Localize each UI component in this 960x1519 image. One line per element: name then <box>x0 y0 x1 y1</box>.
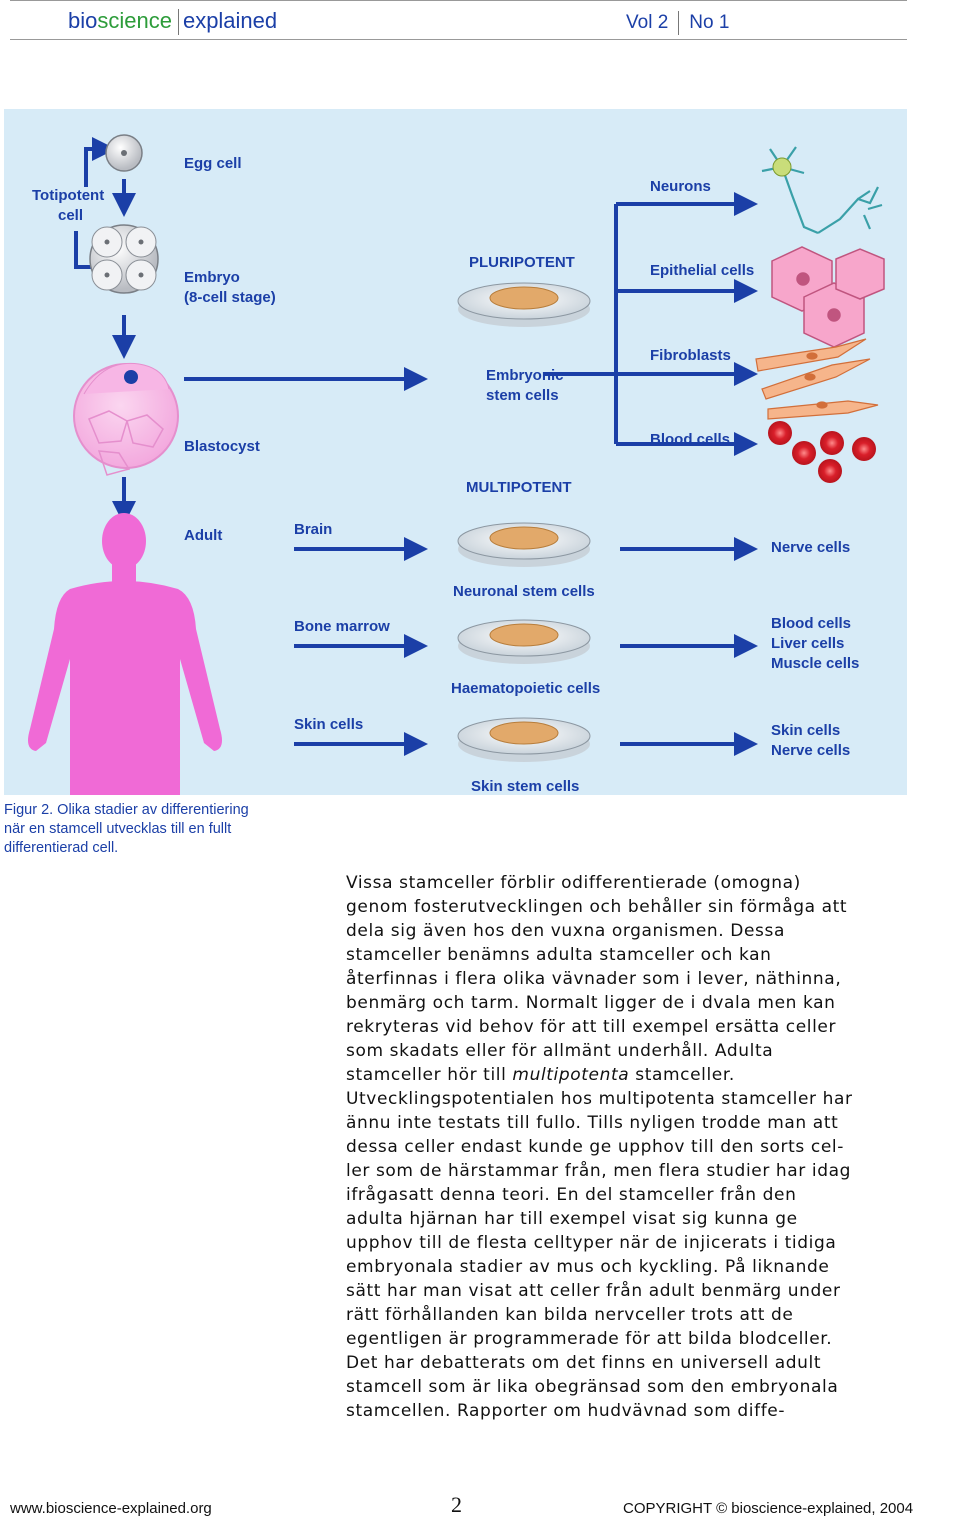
label-blood-cells: Blood cells <box>650 431 731 448</box>
label-out-nerve-cells-2: Nerve cells <box>771 742 851 759</box>
label-adult: Adult <box>184 527 223 544</box>
totipotent-bracket <box>84 137 116 187</box>
label-pluripotent: PLURIPOTENT <box>469 254 575 271</box>
brand-explained: explained <box>182 8 278 33</box>
label-out-muscle-cells: Muscle cells <box>771 655 860 672</box>
label-embryo-stage: (8-cell stage) <box>184 289 276 306</box>
page-number: 2 <box>451 1492 462 1517</box>
body-italic-term: multipotenta <box>512 1065 630 1085</box>
label-epithelial-cells: Epithelial cells <box>650 262 755 279</box>
haematopoietic-stem-cell-dish <box>457 619 591 664</box>
issue-info: Vol 2 No 1 <box>626 11 729 35</box>
label-totipotent-cell: cell <box>58 207 84 224</box>
label-fibroblasts: Fibroblasts <box>650 347 731 364</box>
caption-line: när en stamcell utvecklas till en fullt <box>4 821 232 837</box>
stem-cell-figure: Egg cell Totipotent cell Embryo (8-cell … <box>4 109 907 795</box>
label-totipotent: Totipotent <box>32 187 105 204</box>
label-out-blood-cells: Blood cells <box>771 615 852 632</box>
caption-line: differentierad cell. <box>4 840 119 856</box>
label-multipotent: MULTIPOTENT <box>466 479 572 496</box>
brand-science: science <box>97 8 172 33</box>
neuron-icon <box>761 146 883 235</box>
volume-label: Vol 2 <box>626 12 669 34</box>
label-embryonic-stem-cells: stem cells <box>486 387 559 404</box>
red-blood-cells-icon <box>768 421 876 483</box>
caption-line: Figur 2. Olika stadier av differentierin… <box>4 802 249 818</box>
number-label: No 1 <box>689 12 730 34</box>
page-header: bioscience explained Vol 2 No 1 <box>10 0 907 40</box>
label-out-nerve-cells: Nerve cells <box>771 539 851 556</box>
figure-graphics <box>28 134 885 795</box>
epithelial-cells-icon <box>771 246 885 348</box>
embryo-icon <box>89 224 159 294</box>
human-body-icon <box>28 513 222 795</box>
label-skin-cells-source: Skin cells <box>294 716 364 733</box>
body-paragraph: Vissa stamceller förblir odifferentierad… <box>346 871 856 1423</box>
article-body: Vissa stamceller förblir odifferentierad… <box>346 871 856 1423</box>
embryonic-stem-cell-dish <box>457 282 591 327</box>
brand-divider <box>177 9 179 36</box>
body-text-part: stamceller. Utvecklingspotentia­len hos … <box>346 1065 853 1421</box>
blastocyst-icon <box>73 362 179 476</box>
brand-bio: bio <box>68 8 98 33</box>
label-egg-cell: Egg cell <box>184 155 242 172</box>
label-neuronal-stem-cells: Neuronal stem cells <box>453 583 595 600</box>
label-neurons: Neurons <box>650 178 711 195</box>
issue-divider <box>678 11 680 35</box>
label-brain: Brain <box>294 521 333 538</box>
label-out-liver-cells: Liver cells <box>771 635 845 652</box>
skin-stem-cell-dish <box>457 717 591 762</box>
fibroblast-icon <box>755 338 879 420</box>
neuronal-stem-cell-dish <box>457 522 591 567</box>
label-embryonic: Embryonic <box>486 367 564 384</box>
footer-url: www.bioscience-explained.org <box>10 1500 212 1517</box>
label-blastocyst: Blastocyst <box>184 438 260 455</box>
figure-caption: Figur 2. Olika stadier av differentierin… <box>4 801 324 858</box>
footer-copyright: COPYRIGHT © bioscience-explained, 2004 <box>623 1500 914 1517</box>
label-skin-stem-cells: Skin stem cells <box>471 778 580 795</box>
label-bone-marrow: Bone marrow <box>294 618 390 635</box>
label-embryo: Embryo <box>184 269 240 286</box>
journal-brand: bioscience explained <box>68 8 278 36</box>
body-text-part: Vissa stamceller förblir odifferentierad… <box>346 873 848 1085</box>
label-out-skin-cells: Skin cells <box>771 722 841 739</box>
label-haematopoietic-cells: Haematopoietic cells <box>451 680 601 697</box>
